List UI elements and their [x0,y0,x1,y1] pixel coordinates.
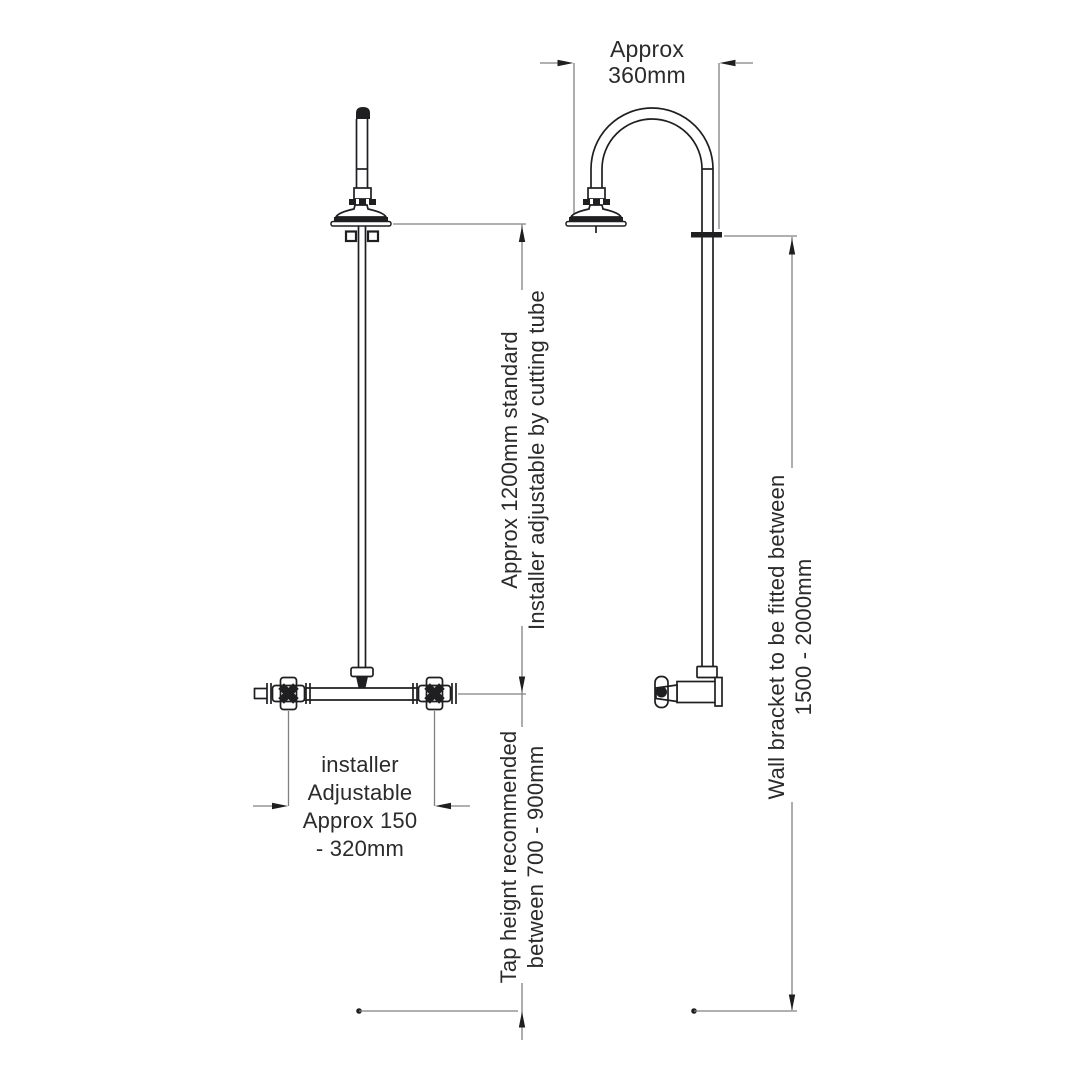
dim-head-width [540,59,753,229]
label-riser-length: Approx 1200mm standard Installer adjusta… [497,290,549,630]
shower-head-front [330,204,392,227]
tap-valve-side [654,665,723,709]
shower-head-side [565,204,627,233]
wall-bracket [691,232,722,238]
dimension-lines [253,59,797,1040]
left-fixture-front-view [253,107,457,711]
label-valve-spacing: installer Adjustable Approx 150 - 320mm [302,752,418,861]
label-wall-bracket: Wall bracket to be fitted between 1500 -… [764,474,816,800]
gooseneck-outer [590,107,714,170]
bracket-nut-right [366,230,380,243]
gooseneck-inner [601,118,703,170]
riser-top-cap [356,107,370,119]
label-tap-height: Tap heignt recommended between 700 - 900… [496,730,548,984]
right-fixture-side-view [565,107,723,709]
tap-valve-left [271,676,306,711]
dim-valve-spacing [253,711,470,810]
label-head-width: Approx 360mm [608,36,686,88]
tap-valve-right [417,676,452,711]
dim-wall-bracket [691,235,797,1014]
bracket-nut-left [344,230,358,243]
dim-riser-length [393,223,526,695]
dim-tap-height [356,694,526,1040]
